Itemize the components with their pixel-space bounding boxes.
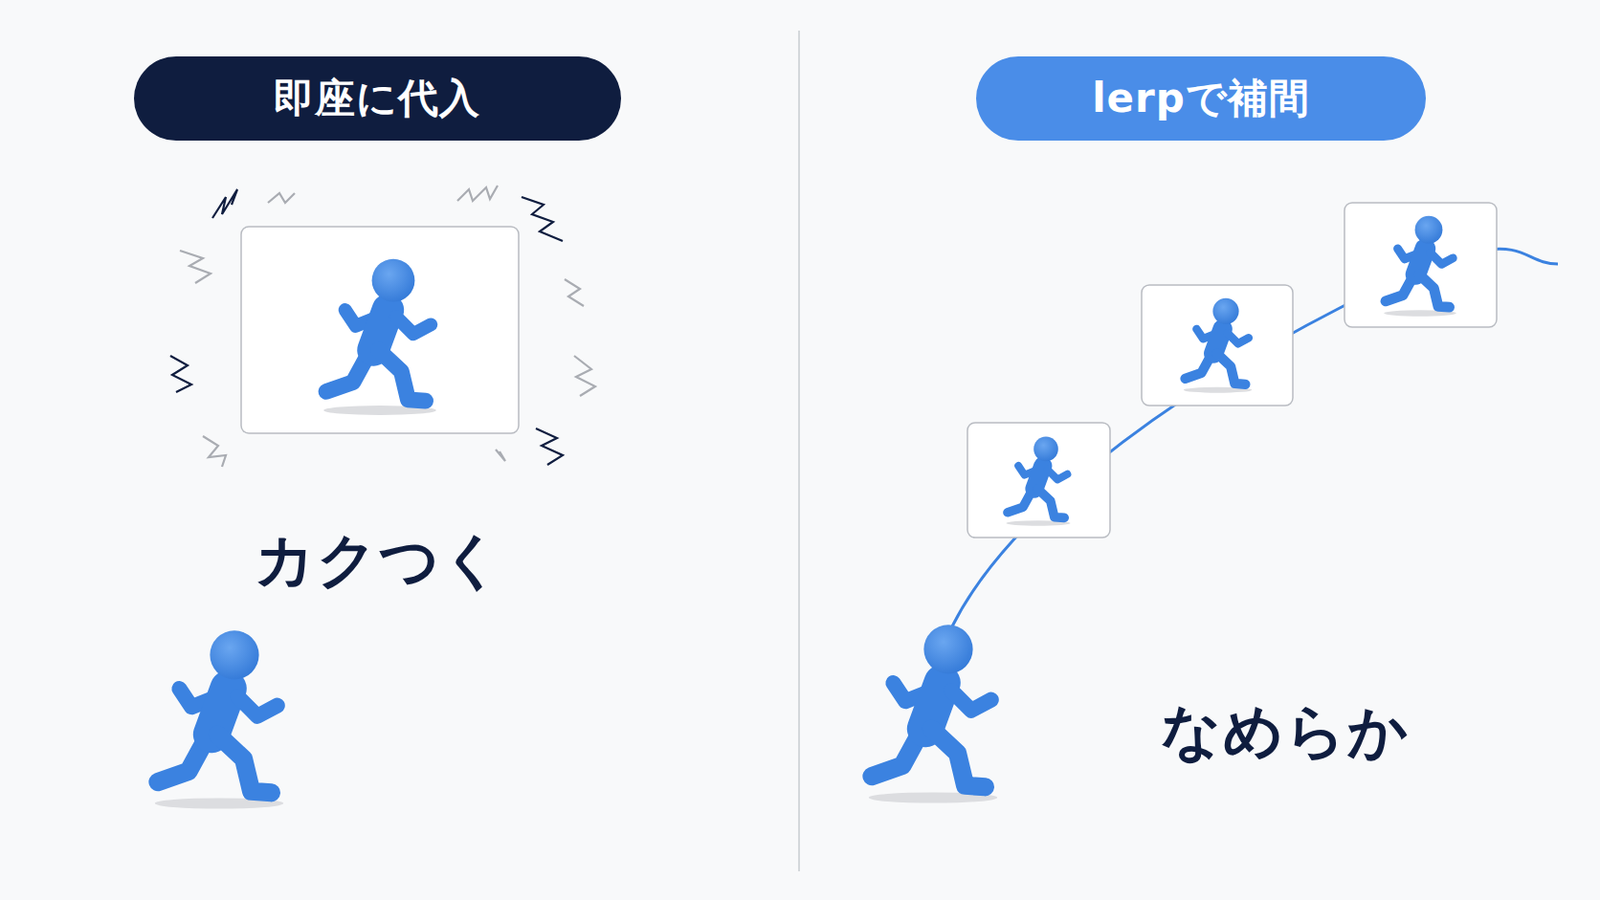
result-label: なめらか: [1160, 691, 1410, 773]
runner-figure: [323, 259, 437, 416]
header-pill: lerpで補間: [976, 56, 1426, 141]
runner-figure: [1383, 216, 1457, 317]
runner-figure: [868, 624, 998, 803]
frame-box: [967, 422, 1111, 538]
divider-line: [798, 30, 800, 872]
jitter-marks: [170, 185, 596, 467]
runner-figure: [1005, 437, 1070, 527]
frame-box: [1141, 285, 1293, 406]
header-pill: 即座に代入: [133, 56, 622, 141]
frame-box: [241, 226, 519, 434]
result-label: カクつく: [254, 520, 504, 601]
header-text: 即座に代入: [273, 71, 481, 126]
frame-box: [1344, 202, 1497, 328]
header-text: lerpで補間: [1091, 71, 1311, 126]
runner-figure: [155, 630, 284, 809]
runner-figure: [1183, 298, 1252, 394]
